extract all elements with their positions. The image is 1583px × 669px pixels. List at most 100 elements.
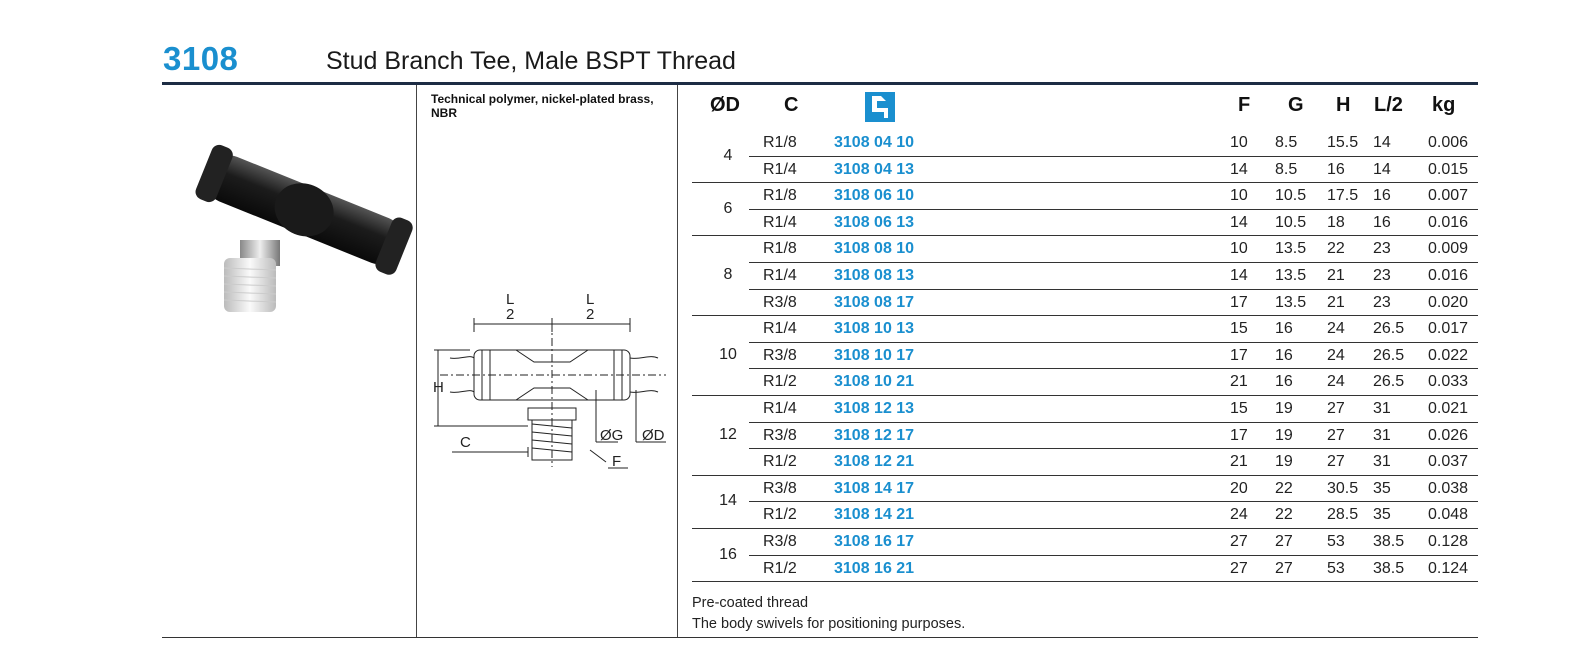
cell-f: 10 [1230,134,1248,151]
cell-g: 10.5 [1275,187,1307,205]
drawing-label-l: L [506,292,514,308]
part-number[interactable]: 3108 04 10 [834,134,915,151]
cell-c: R1/2 [763,373,797,391]
outer-diameter: 12 [719,425,737,443]
cell-kg: 0.017 [1428,320,1469,338]
cell-kg: 0.009 [1428,240,1469,258]
cell-g: 13.5 [1275,240,1307,258]
row-divider [692,315,1478,317]
header-od: ØD [710,94,740,116]
row-divider [692,527,1478,529]
row-divider [692,581,1478,583]
part-number[interactable]: 3108 08 13 [834,267,915,284]
drawing-label-c: C [460,434,471,451]
cell-c: R1/2 [763,506,797,524]
part-number[interactable]: 3108 08 10 [834,240,915,258]
cell-l2: 26.5 [1373,373,1405,391]
drawing-label-h: H [433,379,444,396]
cell-h: 22 [1327,240,1345,258]
cell-l2: 35 [1373,479,1391,497]
part-number[interactable]: 3108 16 17 [834,533,915,550]
column-divider-2 [677,85,678,637]
row-divider [692,182,1478,184]
note-line: Pre-coated thread [692,595,809,611]
cell-f: 27 [1230,533,1248,550]
drawing-label-two-right: 2 [586,306,594,323]
bottom-rule [162,637,1478,638]
outer-diameter: 6 [723,199,733,217]
part-number[interactable]: 3108 06 10 [834,187,915,205]
row-divider [749,368,1478,370]
part-number[interactable]: 3108 06 13 [834,213,915,231]
cell-g: 13.5 [1275,293,1307,311]
cell-g: 27 [1275,559,1293,577]
cell-h: 18 [1327,213,1345,231]
cell-h: 53 [1327,559,1345,577]
cell-kg: 0.048 [1428,506,1469,524]
part-number[interactable]: 3108 12 13 [834,400,915,417]
cell-kg: 0.124 [1428,559,1469,577]
part-number[interactable]: 3108 08 17 [834,293,915,311]
outer-diameter: 8 [723,266,733,284]
outer-diameter: 4 [723,146,733,164]
part-number[interactable]: 3108 04 13 [834,160,915,178]
cell-f: 27 [1230,559,1248,577]
part-number[interactable]: 3108 10 13 [834,320,915,338]
cell-l2: 23 [1373,293,1391,311]
part-number[interactable]: 3108 12 21 [834,453,915,471]
cell-l2: 38.5 [1373,533,1405,550]
part-number[interactable]: 3108 16 21 [834,559,915,577]
cell-l2: 31 [1373,400,1391,417]
top-rule [162,82,1478,85]
drawing-label-od: ØD [642,427,665,444]
cell-g: 16 [1275,320,1293,338]
cell-c: R3/8 [763,479,797,497]
cell-g: 16 [1275,346,1293,364]
cell-g: 16 [1275,373,1293,391]
cell-l2: 31 [1373,453,1391,471]
row-divider [749,421,1478,423]
cell-l2: 38.5 [1373,559,1405,577]
cell-f: 21 [1230,453,1248,471]
cell-h: 21 [1327,267,1345,284]
cell-h: 21 [1327,293,1345,311]
cell-f: 10 [1230,187,1248,205]
cell-c: R1/8 [763,240,797,258]
cell-c: R1/4 [763,320,797,338]
cell-f: 14 [1230,267,1248,284]
outer-diameter: 10 [719,346,737,364]
row-divider [749,448,1478,450]
drawing-label-l-right: L [586,292,594,308]
cell-kg: 0.016 [1428,267,1469,284]
cell-g: 27 [1275,533,1293,550]
cell-g: 19 [1275,453,1293,471]
part-number[interactable]: 3108 14 21 [834,506,915,524]
cell-kg: 0.128 [1428,533,1469,550]
note-line: The body swivels for positioning purpose… [692,616,966,632]
part-number[interactable]: 3108 14 17 [834,479,915,497]
header-f: F [1238,94,1251,116]
cell-h: 27 [1327,426,1345,444]
cell-f: 20 [1230,479,1248,497]
cell-h: 24 [1327,346,1345,364]
material-description: Technical polymer, nickel-plated brass, … [431,92,654,120]
part-number[interactable]: 3108 10 17 [834,346,915,364]
part-number[interactable]: 3108 12 17 [834,426,915,444]
cell-h: 53 [1327,533,1345,550]
part-number[interactable]: 3108 10 21 [834,373,915,391]
cell-g: 8.5 [1275,134,1298,151]
cell-l2: 16 [1373,187,1391,205]
cell-l2: 23 [1373,267,1391,284]
fitting-icon [865,92,895,122]
cell-f: 17 [1230,293,1248,311]
outer-diameter: 14 [719,492,737,510]
row-divider [749,341,1478,343]
